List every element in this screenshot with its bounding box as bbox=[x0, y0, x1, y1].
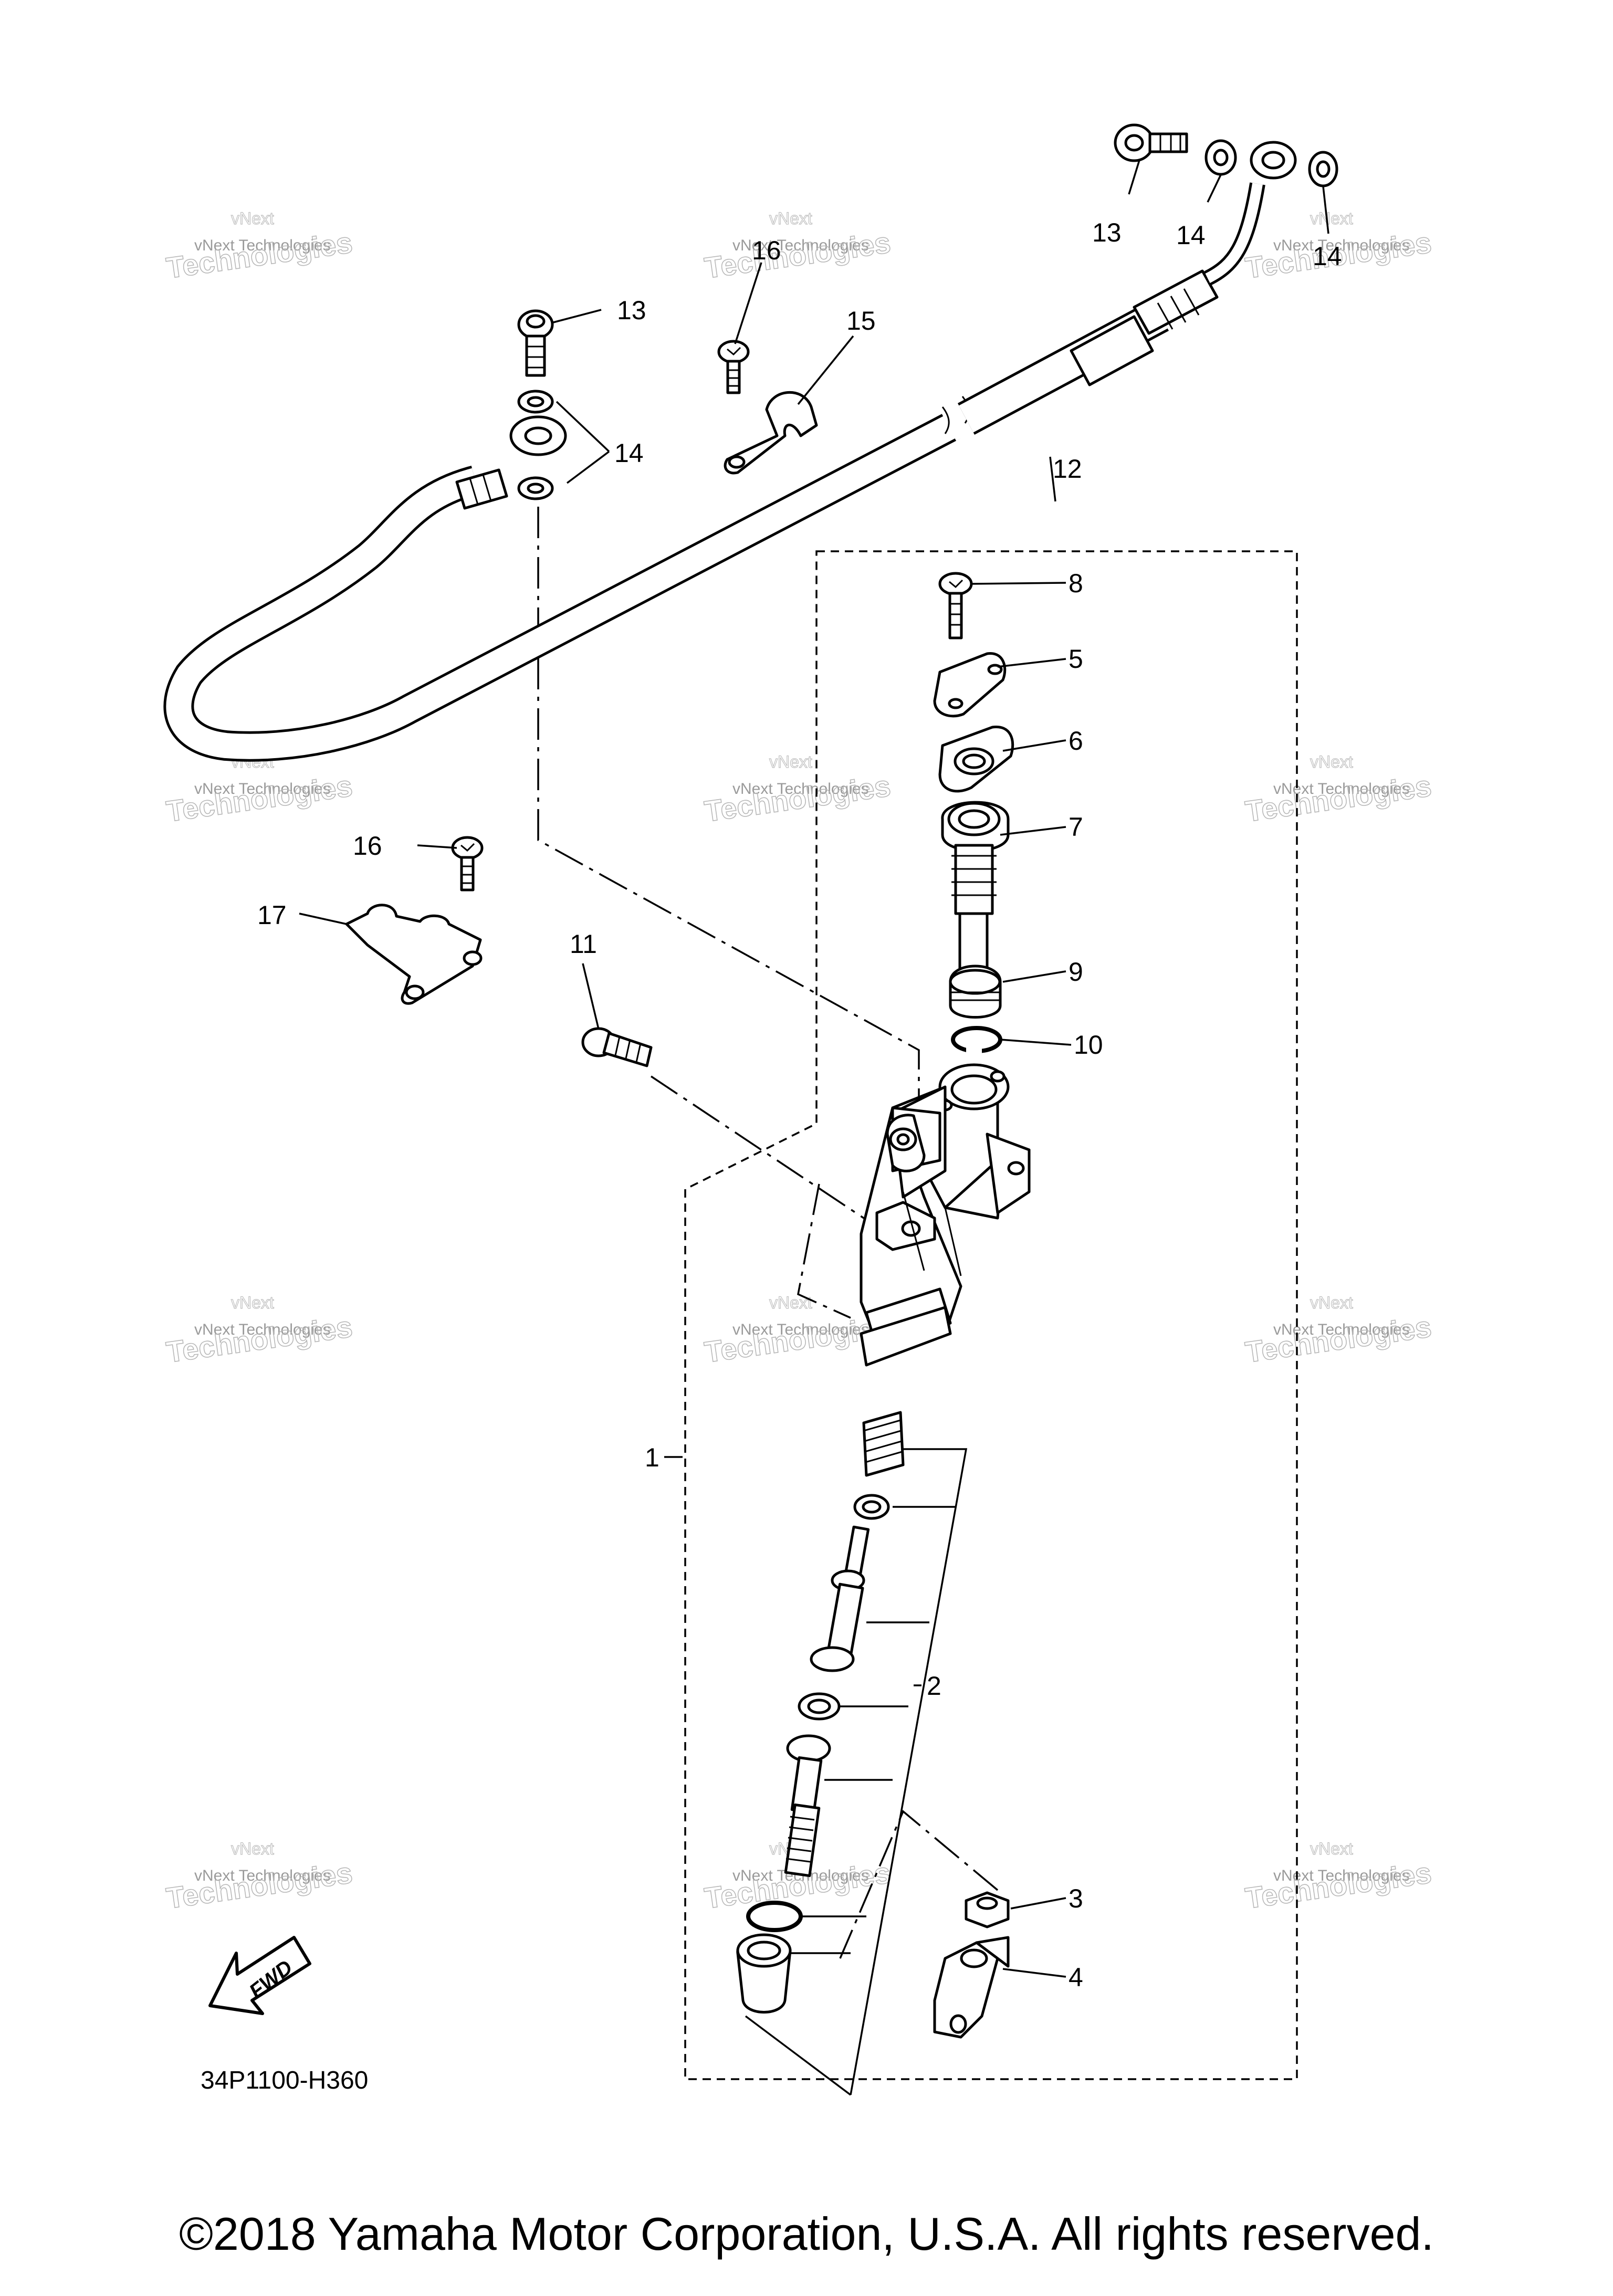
svg-text:vNext Technologies: vNext Technologies bbox=[194, 780, 331, 798]
callout-10: 10 bbox=[1074, 1030, 1103, 1060]
callout-8: 8 bbox=[1069, 569, 1083, 598]
svg-text:vNext: vNext bbox=[231, 1293, 274, 1312]
callout-4: 4 bbox=[1069, 1963, 1083, 1992]
svg-text:Technologies: Technologies bbox=[164, 226, 354, 285]
svg-text:vNext Technologies: vNext Technologies bbox=[194, 1321, 331, 1338]
callout-14: 14 bbox=[1176, 221, 1206, 250]
svg-text:vNext Technologies: vNext Technologies bbox=[732, 780, 869, 798]
svg-text:Technologies: Technologies bbox=[164, 769, 354, 828]
callout-17: 17 bbox=[257, 900, 287, 930]
svg-text:Technologies: Technologies bbox=[164, 1856, 354, 1915]
callout-5: 5 bbox=[1069, 644, 1083, 674]
crush-washer bbox=[527, 483, 544, 494]
svg-text:Technologies: Technologies bbox=[703, 226, 893, 285]
svg-text:vNext: vNext bbox=[769, 1293, 812, 1312]
svg-text:vNext: vNext bbox=[1310, 1293, 1353, 1312]
svg-text:Technologies: Technologies bbox=[1243, 1856, 1433, 1915]
crush-washer bbox=[527, 396, 544, 407]
hose-guide bbox=[724, 391, 818, 475]
svg-text:vNext: vNext bbox=[1310, 209, 1353, 228]
watermark: vNext vNext Technologies Technologies bbox=[1243, 1293, 1434, 1369]
watermark: vNext vNext Technologies Technologies bbox=[702, 752, 893, 828]
svg-text:Technologies: Technologies bbox=[1243, 1310, 1433, 1369]
union-bolt-top-left bbox=[517, 309, 554, 377]
callout-14: 14 bbox=[614, 438, 644, 468]
svg-text:vNext: vNext bbox=[1310, 752, 1353, 771]
circlip bbox=[951, 1026, 1002, 1054]
callout-13: 13 bbox=[1092, 218, 1122, 247]
watermark: vNext vNext Technologies Technologies bbox=[1243, 1839, 1434, 1915]
svg-text:vNext Technologies: vNext Technologies bbox=[732, 237, 869, 254]
watermark: vNext vNext Technologies Technologies bbox=[164, 752, 355, 828]
callout-7: 7 bbox=[1069, 812, 1083, 842]
callout-13: 13 bbox=[617, 296, 646, 325]
lock-nut bbox=[965, 1891, 1010, 1928]
watermarks: vNext vNext Technologies Technologies vN… bbox=[164, 208, 1434, 1915]
svg-text:vNext: vNext bbox=[231, 209, 274, 228]
leader-lines bbox=[299, 160, 1329, 1978]
watermark: vNext vNext Technologies Technologies bbox=[1243, 752, 1434, 828]
cap-screw bbox=[938, 572, 973, 639]
screw-top bbox=[717, 340, 750, 394]
svg-text:vNext Technologies: vNext Technologies bbox=[1273, 237, 1410, 254]
kit-bracket bbox=[745, 1448, 968, 2096]
svg-text:vNext Technologies: vNext Technologies bbox=[194, 237, 331, 254]
svg-text:vNext Technologies: vNext Technologies bbox=[732, 1321, 869, 1338]
callout-14: 14 bbox=[1313, 242, 1342, 271]
callout-1: 1 bbox=[645, 1443, 659, 1472]
callout-2: 2 bbox=[927, 1671, 941, 1701]
watermark: vNext vNext Technologies Technologies bbox=[702, 208, 893, 285]
clevis bbox=[933, 1936, 1010, 2039]
diagram-code: 34P1100-H360 bbox=[201, 2067, 368, 2094]
svg-text:vNext: vNext bbox=[769, 752, 812, 771]
brake-hose bbox=[163, 141, 1297, 762]
svg-text:vNext Technologies: vNext Technologies bbox=[194, 1867, 331, 1884]
forward-arrow-icon: FWD bbox=[208, 1936, 311, 2015]
watermark: vNext vNext Technologies Technologies bbox=[164, 208, 355, 285]
watermark: vNext vNext Technologies Technologies bbox=[164, 1839, 355, 1915]
reservoir-cap bbox=[933, 652, 1007, 718]
svg-text:vNext: vNext bbox=[1310, 1839, 1353, 1858]
callout-12: 12 bbox=[1053, 454, 1082, 484]
callout-9: 9 bbox=[1069, 957, 1083, 987]
crush-washer bbox=[1316, 160, 1331, 178]
reservoir-float bbox=[949, 964, 1002, 1019]
callout-3: 3 bbox=[1069, 1884, 1083, 1913]
callout-16: 16 bbox=[353, 831, 382, 861]
master-cylinder-body bbox=[860, 1063, 1031, 1367]
svg-text:vNext: vNext bbox=[231, 1839, 274, 1858]
hose-clamp bbox=[345, 904, 483, 1005]
copyright-notice: ©2018 Yamaha Motor Corporation, U.S.A. A… bbox=[179, 2208, 1434, 2260]
callout-labels: 13 14 16 15 12 13 14 14 8 5 6 7 9 10 11 … bbox=[257, 218, 1342, 1992]
diaphragm bbox=[941, 801, 1010, 984]
crush-washer bbox=[1213, 149, 1229, 166]
callout-6: 6 bbox=[1069, 726, 1083, 756]
svg-text:Technologies: Technologies bbox=[703, 769, 893, 828]
callout-15: 15 bbox=[846, 306, 876, 336]
svg-text:vNext: vNext bbox=[769, 209, 812, 228]
mounting-bolt bbox=[581, 1027, 653, 1067]
piston-kit bbox=[736, 1411, 905, 2014]
svg-text:Technologies: Technologies bbox=[1243, 769, 1433, 828]
callout-11: 11 bbox=[570, 929, 597, 959]
union-bolt-top-right bbox=[1114, 123, 1188, 162]
watermark: vNext vNext Technologies Technologies bbox=[164, 1293, 355, 1369]
callout-16: 16 bbox=[752, 236, 781, 265]
alignment-lines bbox=[537, 507, 999, 1959]
diaphragm-plate bbox=[938, 726, 1014, 793]
screw-left bbox=[451, 836, 484, 892]
svg-text:Technologies: Technologies bbox=[164, 1310, 354, 1369]
